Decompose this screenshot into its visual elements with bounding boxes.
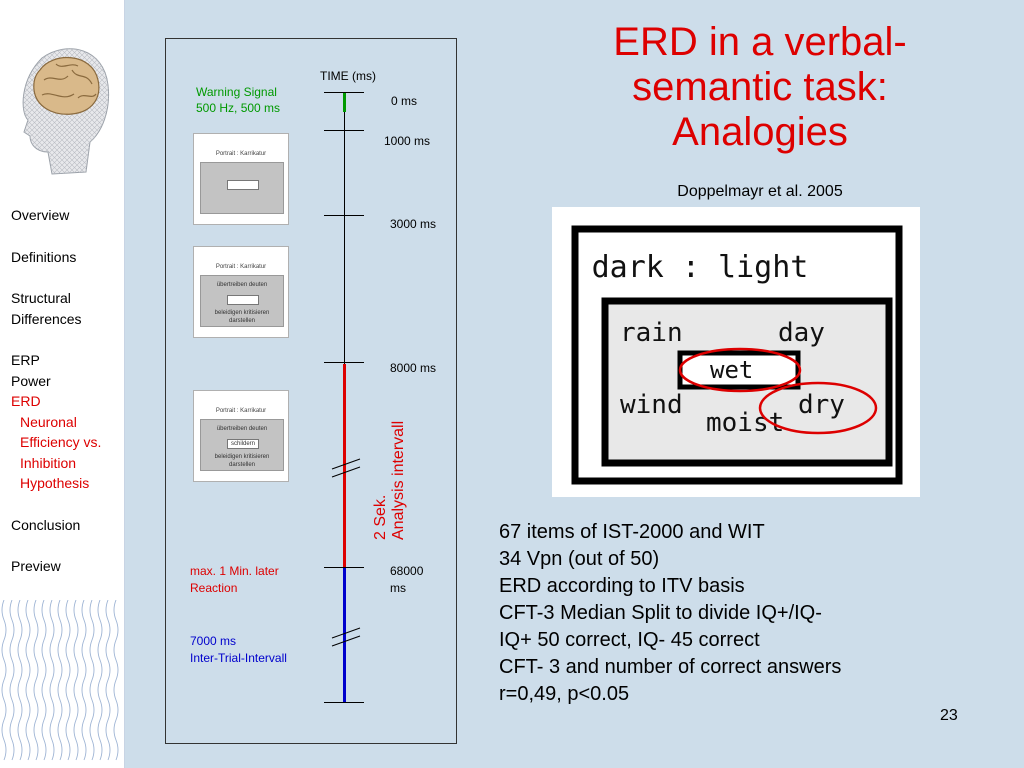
screen-row-3: darstellen [228,462,255,468]
iti-segment [343,568,346,703]
tick-end [324,702,364,703]
answer-box-empty [227,295,259,305]
nav-erp[interactable]: ERP [11,352,40,368]
screen-row-2: beleidigen kritisieren [214,310,270,316]
info-line: ERD according to ITV basis [499,575,745,597]
warning-signal-label: Warning Signal [196,85,277,99]
info-line: CFT-3 Median Split to divide IQ+/IQ- [499,602,822,624]
top-pair-text: dark : light [592,250,809,285]
screen-caption: Portrait : Karrikatur [215,408,267,414]
word-day: day [778,318,825,348]
nav-overview[interactable]: Overview [11,207,70,223]
nav-erd[interactable]: ERD [11,393,41,409]
time-0ms: 0 ms [391,94,418,108]
time-68000: 68000 [390,564,424,578]
analogy-diagram: dark : light rain day wet wind moist dry [571,225,903,485]
warning-signal-spec: 500 Hz, 500 ms [196,101,281,115]
prestimulus-segment [344,112,345,364]
iti-label: Inter-Trial-Intervall [190,651,287,665]
sidebar-nav: Overview Definitions Structural Differen… [11,205,123,577]
screen-row-1: übertreiben deuten [216,282,268,288]
analysis-segment [343,364,346,568]
nav-power[interactable]: Power [11,372,51,389]
stimulus-screen-1: Portrait : Karrikatur [193,133,289,225]
wave-pattern-decoration [1,600,119,761]
screen-row-2: beleidigen kritisieren [214,454,270,460]
time-68000-unit: ms [390,581,406,595]
word-dry: dry [798,390,845,420]
word-wet: wet [710,356,753,384]
time-1000ms: 1000 ms [384,134,431,148]
analysis-duration: 2 Sek. [372,494,389,540]
nav-definitions[interactable]: Definitions [11,248,77,265]
top-pair-line: dark : light [592,250,809,285]
tick-68000ms [324,567,364,568]
info-line: 34 Vpn (out of 50) [499,548,660,570]
screen-panel [200,162,284,214]
screen-caption: Portrait : Karrikatur [215,264,267,270]
tick-0ms [324,92,364,93]
axis-break-marker-2 [331,627,361,647]
reaction-label-2: Reaction [190,581,238,595]
analogy-figure: dark : light rain day wet wind moist dry [552,207,920,497]
nav-conclusion[interactable]: Conclusion [11,516,81,533]
slide-title-line-2: semantic task: [632,65,888,109]
screen-row-1: übertreiben deuten [216,426,268,432]
screen-row-3: darstellen [228,318,255,324]
warning-segment [343,92,346,112]
iti-duration: 7000 ms [190,634,237,648]
timeline-axis-title: TIME (ms) [320,69,376,83]
citation: Doppelmayr et al. 2005 [677,183,843,200]
time-8000ms: 8000 ms [390,361,437,375]
timeline-panel [165,38,457,744]
highlight-circle-wet [678,347,802,393]
word-rain: rain [620,318,683,348]
word-wind: wind [620,390,683,420]
nav-preview[interactable]: Preview [11,558,61,574]
slide-title-line-1: ERD in a verbal- [613,20,907,64]
info-line: CFT- 3 and number of correct answers [499,656,842,678]
head-brain-icon [22,48,110,175]
info-line: IQ+ 50 correct, IQ- 45 correct [499,629,760,651]
page-number: 23 [940,707,958,724]
slide-title-line-3: Analogies [672,110,848,154]
stimulus-screen-2: Portrait : Karrikatur übertreiben deuten… [193,246,289,338]
answer-box [677,350,801,390]
time-3000ms: 3000 ms [390,217,437,231]
tick-1000ms [324,130,364,131]
study-details: 67 items of IST-2000 and WIT 34 Vpn (out… [499,519,841,708]
stimulus-screen-3: Portrait : Karrikatur übertreiben deuten… [193,390,289,482]
tick-3000ms [324,215,364,216]
answer-box-filled: schildern [227,439,259,449]
analysis-interval-label: 2 Sek. Analysis intervall [372,421,408,540]
nav-neuronal-efficiency[interactable]: Neuronal Efficiency vs. Inhibition Hypot… [20,413,102,492]
slide-title: ERD in a verbal- semantic task: Analogie… [560,20,960,155]
tick-8000ms [324,362,364,363]
sidebar: Overview Definitions Structural Differen… [0,0,125,768]
info-line: r=0,49, p<0.05 [499,683,630,705]
analysis-text: Analysis intervall [390,420,407,540]
highlight-circle-dry [758,381,878,435]
screen-caption: Portrait : Karrikatur [215,151,267,157]
reaction-label: max. 1 Min. later [190,564,279,578]
screen-panel: übertreiben deuten schildern beleidigen … [200,419,284,471]
answer-box-empty [227,180,259,190]
axis-break-marker [331,458,361,478]
nav-structural-differences[interactable]: Structural Differences [11,290,82,327]
info-line: 67 items of IST-2000 and WIT [499,521,765,543]
screen-panel: übertreiben deuten beleidigen kritisiere… [200,275,284,327]
